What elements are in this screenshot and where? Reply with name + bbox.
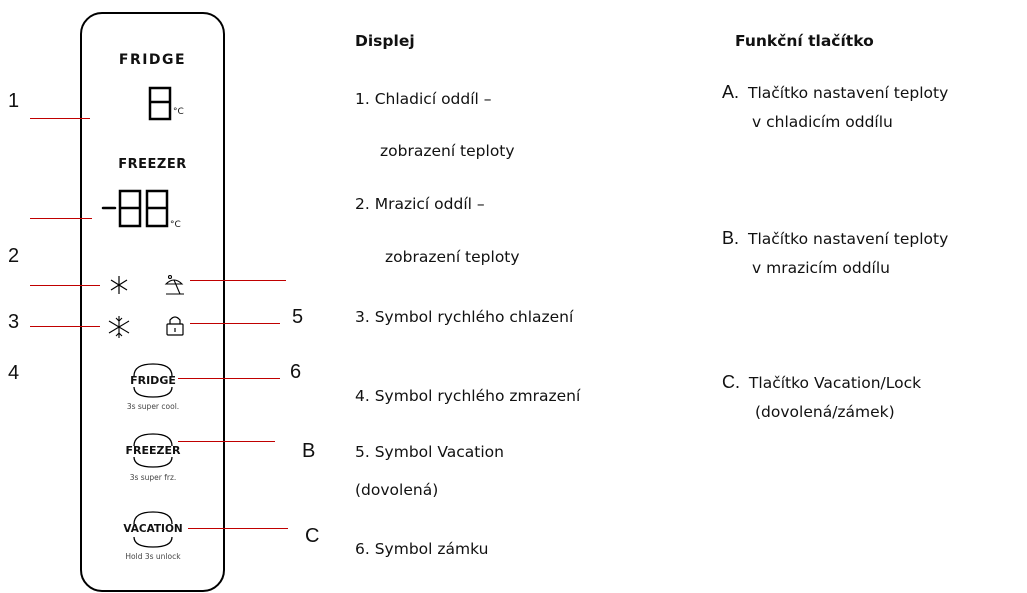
- callout-4: 4: [8, 362, 20, 384]
- function-a-line1: Tlačítko nastavení teploty: [748, 84, 949, 102]
- function-b-letter: B.: [722, 228, 740, 248]
- display-item-1: 1. Chladicí oddíl –: [355, 90, 492, 108]
- leader-line-vacation: [190, 280, 286, 281]
- vacation-icon: [164, 274, 184, 295]
- display-item-5: 5. Symbol Vacation: [355, 443, 504, 461]
- display-item-3: 3. Symbol rychlého chlazení: [355, 308, 574, 326]
- display-item-2: 2. Mrazicí oddíl –: [355, 195, 485, 213]
- callout-6: 6: [290, 361, 302, 383]
- fridge-button-outline: [133, 363, 173, 398]
- control-panel: [80, 12, 225, 592]
- leader-line-freezer: [30, 218, 92, 219]
- function-b-line2: v mrazicím oddílu: [752, 259, 890, 277]
- callout-5: 5: [292, 306, 304, 328]
- display-item-1b: zobrazení teploty: [380, 142, 515, 160]
- fridge-temp-digits: [148, 86, 172, 121]
- callout-1: 1: [8, 90, 20, 112]
- display-item-2b: zobrazení teploty: [385, 248, 520, 266]
- display-heading: Displej: [355, 32, 415, 50]
- freezer-button-outline: [133, 433, 173, 468]
- fridge-label: FRIDGE: [118, 52, 187, 68]
- function-a-line2: v chladicím oddílu: [752, 113, 893, 131]
- leader-line-6: [178, 378, 280, 379]
- vacation-button-outline: [133, 511, 173, 548]
- freezer-unit: °C: [170, 220, 181, 230]
- fridge-unit: °C: [173, 107, 184, 117]
- freezer-button-sub: 3s super frz.: [129, 473, 177, 482]
- freezer-temp-digits: [101, 189, 169, 228]
- leader-line-2: [30, 285, 100, 286]
- function-b-line1: Tlačítko nastavení teploty: [748, 230, 949, 248]
- freezer-button[interactable]: FREEZER: [125, 444, 181, 457]
- snowflake-icon: [110, 276, 128, 294]
- freezer-label: FREEZER: [118, 157, 187, 172]
- leader-line-1: [30, 118, 90, 119]
- callout-b: B: [302, 440, 316, 462]
- display-item-6: 6. Symbol zámku: [355, 540, 489, 558]
- function-c-line1: Tlačítko Vacation/Lock: [744, 374, 922, 392]
- fridge-button-sub: 3s super cool.: [126, 402, 180, 411]
- leader-line-5: [190, 323, 280, 324]
- fridge-button[interactable]: FRIDGE: [130, 374, 176, 387]
- callout-2: 2: [8, 245, 20, 267]
- callout-c: C: [305, 525, 320, 547]
- display-item-4: 4. Symbol rychlého zmrazení: [355, 387, 581, 405]
- vacation-button[interactable]: VACATION: [123, 523, 183, 535]
- function-a-letter: A.: [722, 82, 740, 102]
- lock-icon: [166, 316, 184, 336]
- function-c-letter: C.: [722, 372, 740, 392]
- vacation-button-sub: Hold 3s unlock: [125, 552, 181, 561]
- function-heading: Funkční tlačítko: [735, 32, 874, 50]
- display-item-5b: (dovolená): [355, 481, 439, 499]
- callout-3: 3: [8, 311, 20, 333]
- leader-line-c: [188, 528, 288, 529]
- super-freeze-icon: [108, 316, 130, 338]
- leader-line-3: [30, 326, 100, 327]
- function-c-line2: (dovolená/zámek): [755, 403, 895, 421]
- leader-line-b: [178, 441, 275, 442]
